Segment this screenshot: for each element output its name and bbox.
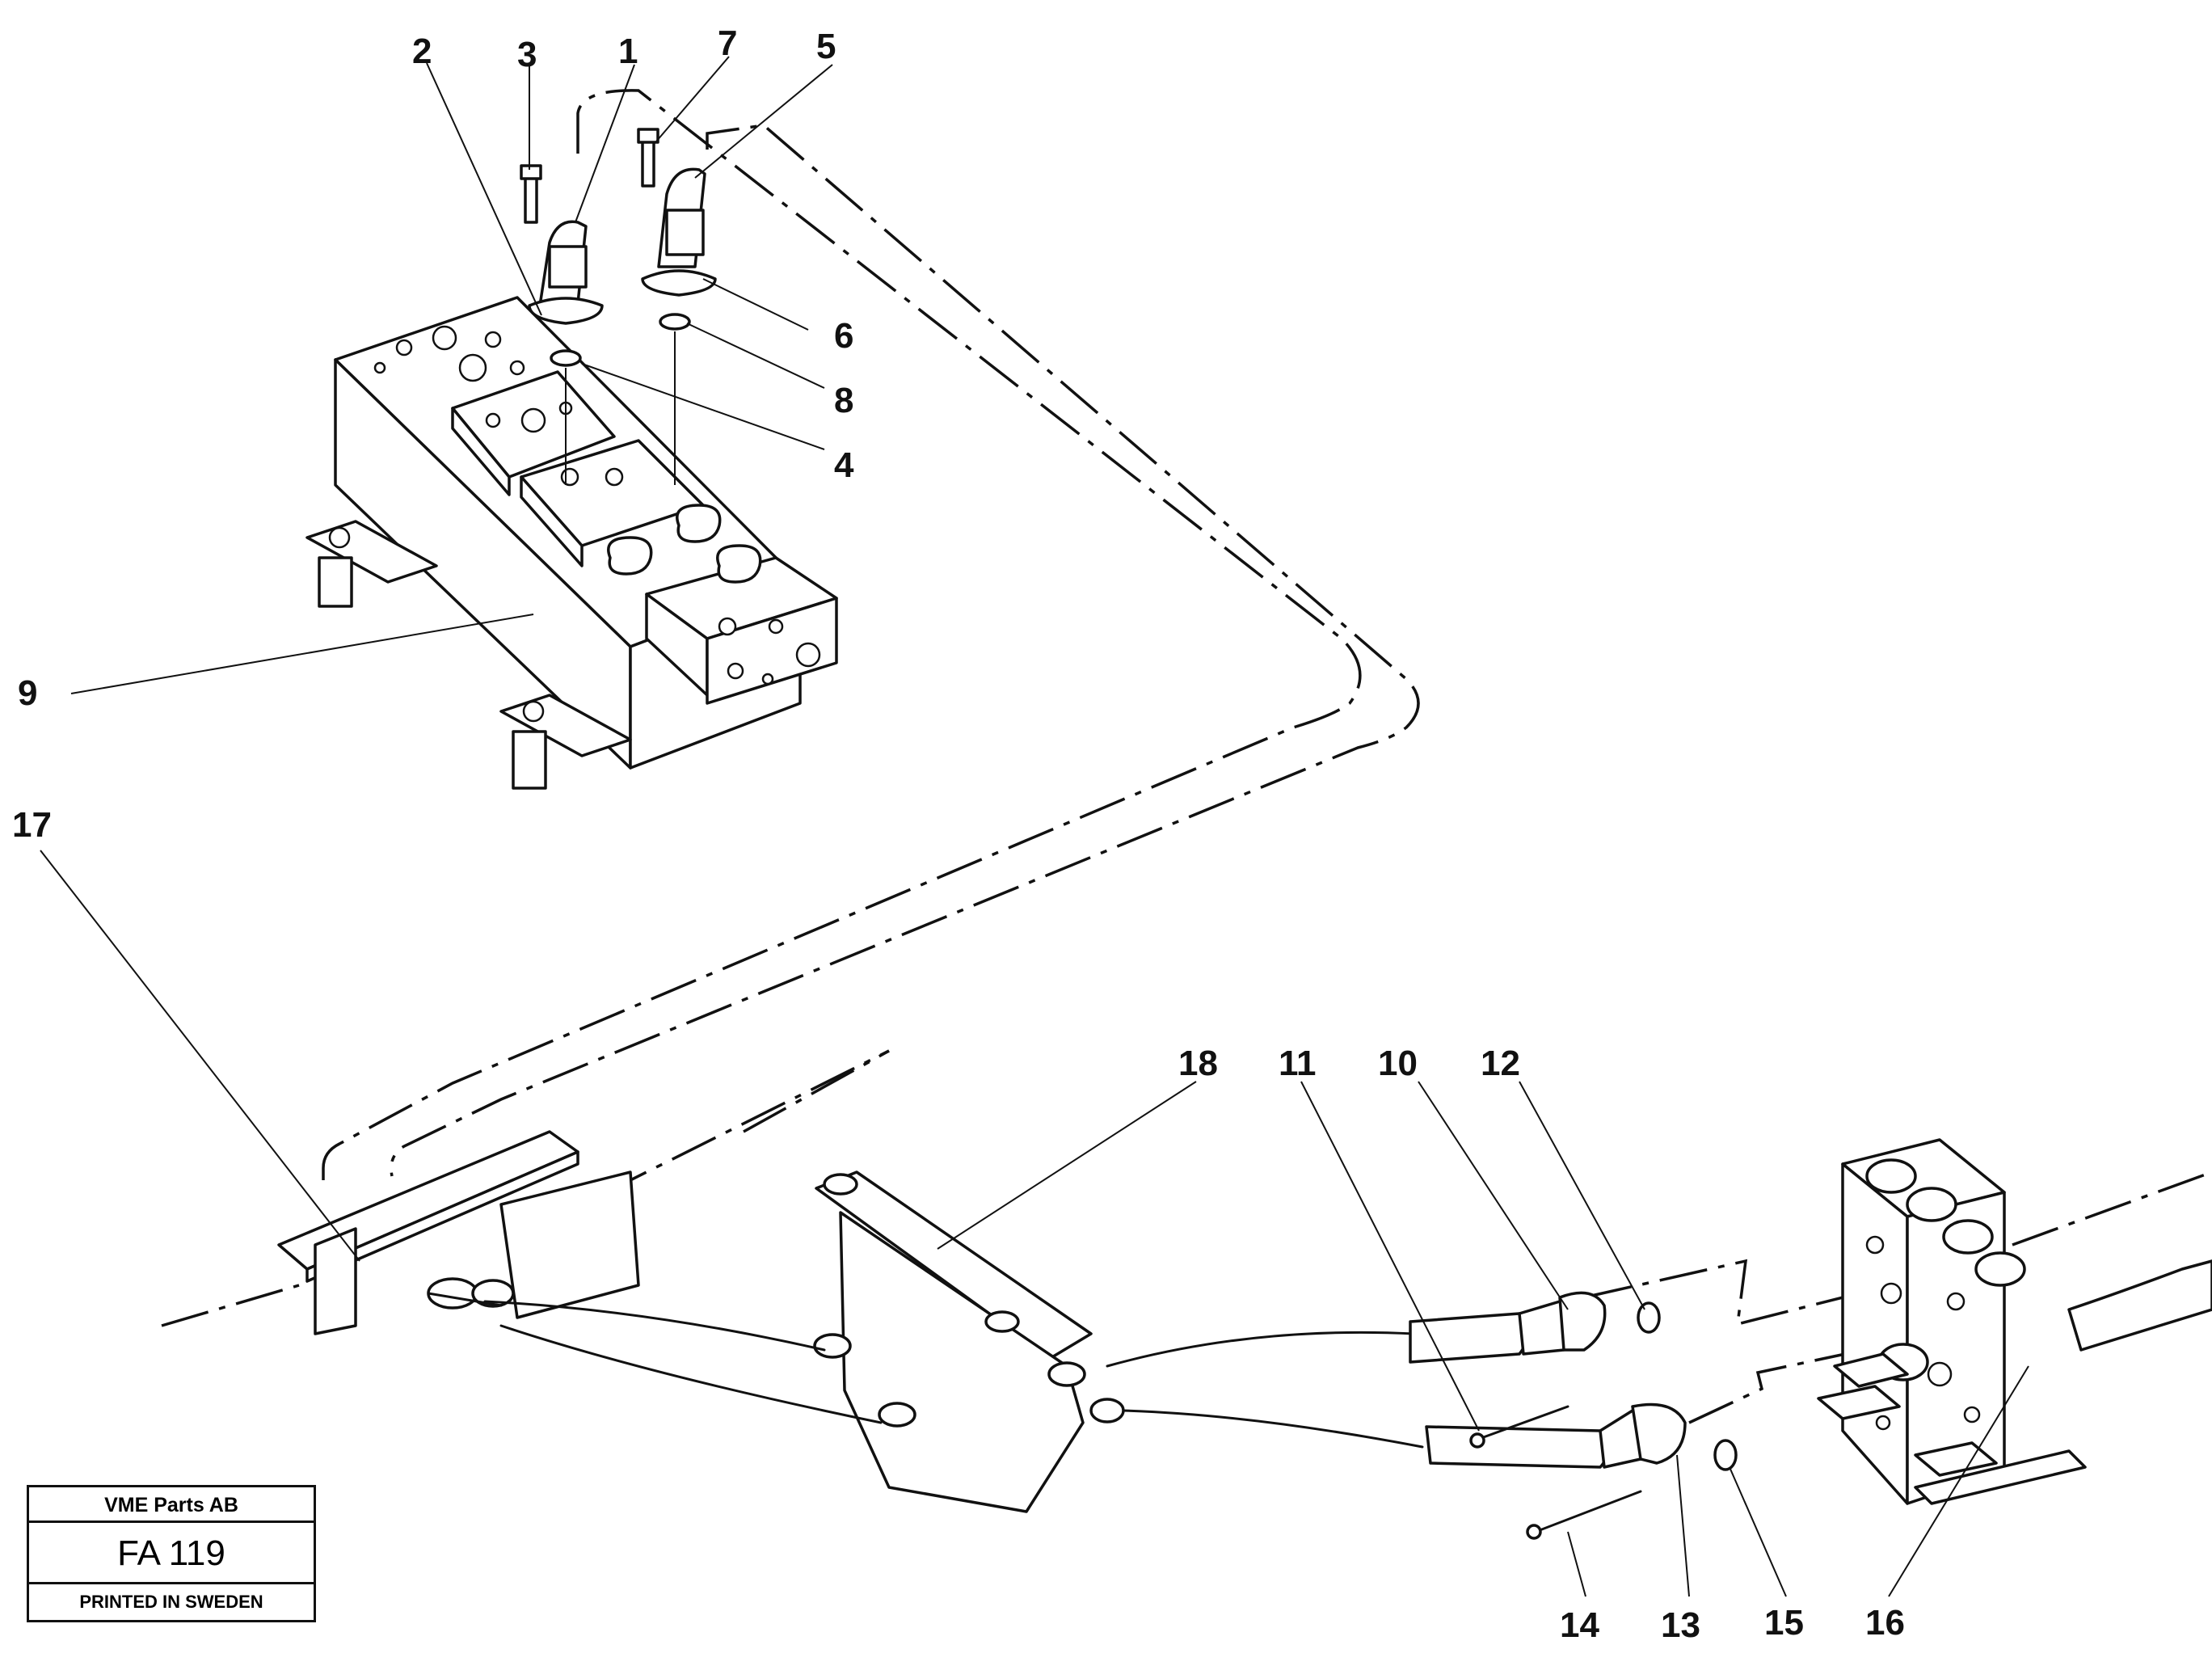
callout-8: 8 (834, 381, 853, 420)
figure-code: FA 119 (29, 1523, 314, 1584)
callout-7: 7 (718, 23, 737, 63)
callout-1: 1 (618, 32, 638, 71)
callout-10: 10 (1378, 1044, 1418, 1083)
callout-13: 13 (1661, 1605, 1700, 1645)
hose-fittings (1409, 1291, 1738, 1540)
leader-lines (40, 56, 2029, 1597)
callout-17: 17 (12, 805, 52, 845)
callout-16: 16 (1865, 1603, 1905, 1643)
callout-11: 11 (1279, 1044, 1317, 1083)
callout-4: 4 (834, 445, 854, 485)
callout-labels: 1 2 3 4 5 6 7 8 9 10 11 12 13 14 15 16 1… (12, 23, 1905, 1645)
pilot-fittings (520, 128, 717, 485)
main-valve-block (1817, 1138, 2212, 1505)
callout-12: 12 (1481, 1044, 1520, 1083)
callout-18: 18 (1178, 1044, 1218, 1083)
callout-6: 6 (834, 316, 853, 356)
hoses (483, 1300, 1424, 1449)
callout-3: 3 (517, 35, 537, 74)
control-valve-block (305, 296, 838, 790)
callout-5: 5 (816, 27, 836, 66)
callout-15: 15 (1764, 1603, 1804, 1643)
printed-note: PRINTED IN SWEDEN (79, 1592, 263, 1612)
bracket-assembly (277, 1130, 640, 1335)
title-block: VME Parts AB FA 119 PRINTED IN SWEDEN (27, 1485, 316, 1622)
callout-14: 14 (1560, 1605, 1599, 1645)
company-name: VME Parts AB (29, 1487, 314, 1523)
callout-9: 9 (18, 673, 37, 713)
callout-2: 2 (412, 32, 432, 71)
valve-housing (813, 1170, 1125, 1513)
